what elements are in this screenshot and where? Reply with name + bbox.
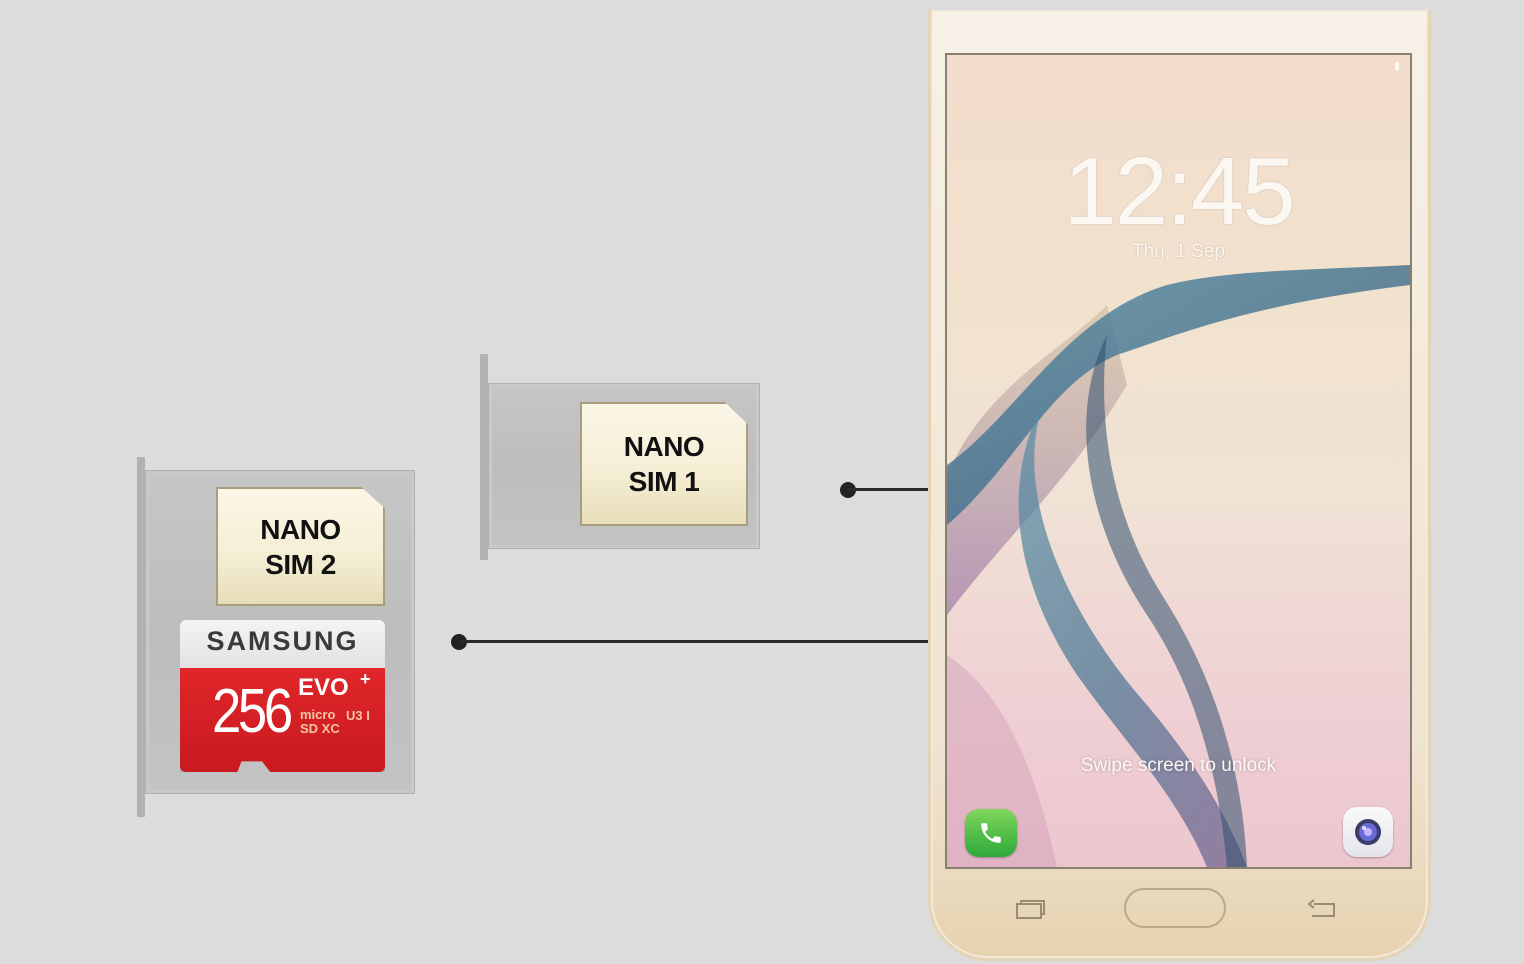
nano-sim-2-card: NANO SIM 2 bbox=[216, 487, 385, 606]
wallpaper-wave bbox=[947, 265, 1410, 867]
sd-logo-block: micro SD XC bbox=[300, 708, 340, 736]
sim-label-line2: SIM 2 bbox=[265, 548, 336, 580]
phone-lockscreen[interactable]: ▮ 12:45 Thu, 1 Sep Swipe screen to unloc… bbox=[945, 53, 1412, 869]
status-bar-icons: ▮ bbox=[1393, 60, 1400, 72]
camera-lens-icon bbox=[1355, 819, 1381, 845]
sim-label-line1: NANO bbox=[260, 513, 341, 545]
sim-label-line2: SIM 1 bbox=[628, 466, 700, 497]
sim2-connector-line bbox=[459, 640, 929, 643]
home-button[interactable] bbox=[1124, 888, 1226, 928]
recent-apps-key-icon[interactable] bbox=[1014, 898, 1046, 920]
lockscreen-date: Thu, 1 Sep bbox=[1132, 241, 1225, 262]
tray-lip bbox=[137, 457, 145, 817]
sd-capacity-label: 256 bbox=[212, 677, 293, 746]
sim-label-line1: NANO bbox=[623, 431, 705, 462]
sd-logo-line1: micro bbox=[300, 707, 336, 722]
handset-icon bbox=[981, 823, 1001, 843]
sd-card-bottom bbox=[180, 668, 385, 772]
tray-lip bbox=[480, 354, 488, 560]
sd-series-suffix: + bbox=[360, 669, 371, 689]
nano-sim-1-card: NANO SIM 1 bbox=[580, 402, 748, 526]
sd-brand-label: SAMSUNG bbox=[206, 626, 359, 656]
sd-class-label: U3 I bbox=[346, 708, 370, 723]
lockscreen-clock: 12:45 bbox=[1063, 138, 1295, 245]
camera-app-icon[interactable] bbox=[1343, 807, 1393, 857]
sd-series-label: EVO bbox=[298, 674, 349, 701]
microsd-card: SAMSUNG 256 EVO + micro SD XC U3 I bbox=[180, 620, 385, 772]
sd-logo-line2: SD XC bbox=[300, 721, 340, 736]
back-key-icon[interactable] bbox=[1306, 897, 1340, 921]
sd-card-top: SAMSUNG bbox=[180, 620, 385, 668]
unlock-hint: Swipe screen to unlock bbox=[1080, 755, 1277, 776]
phone-app-icon[interactable] bbox=[965, 809, 1017, 857]
